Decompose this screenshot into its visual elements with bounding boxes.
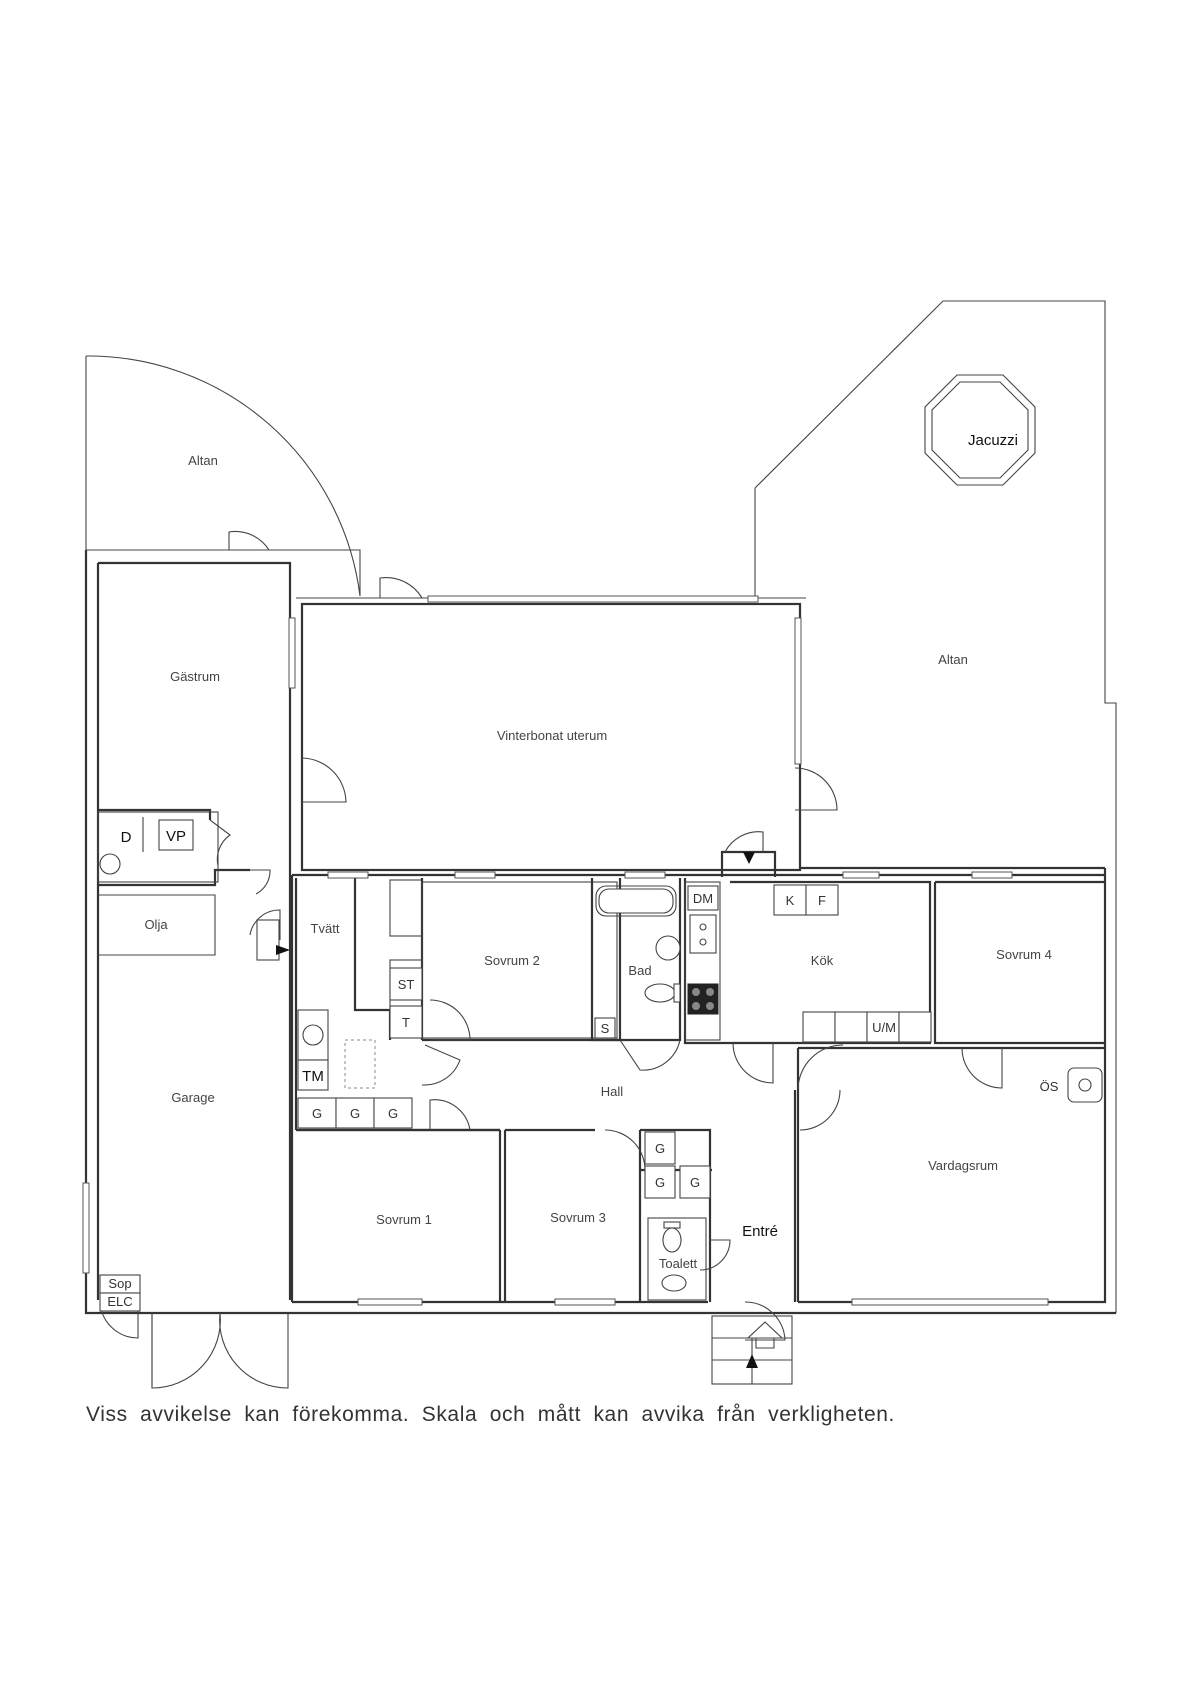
label-entre: Entré [742,1223,778,1240]
fixtures [99,817,1103,1312]
label-sop: Sop [108,1276,131,1291]
label-d: D [121,829,132,846]
label-g-3: G [388,1106,398,1121]
entrance-stairs [256,852,793,1385]
label-vardagsrum: Vardagsrum [928,1158,998,1173]
label-vinterbonat-uterum: Vinterbonat uterum [497,728,607,743]
label-elc: ELC [107,1294,132,1309]
entry-arrow-icon [743,852,755,864]
label-um: U/M [872,1020,896,1035]
label-dm: DM [693,891,713,906]
windows [82,595,1049,1306]
stove [687,983,719,1015]
label-toalett: Toalett [659,1256,698,1271]
kitchen-sink [689,914,717,954]
disclaimer-text: Viss avvikelse kan förekomma. Skala och … [86,1403,895,1426]
label-vp: VP [166,828,186,845]
bathtub [598,888,674,914]
label-sovrum-2: Sovrum 2 [484,953,540,968]
label-altan-right: Altan [938,652,968,667]
label-tm: TM [302,1068,324,1085]
label-kok: Kök [811,953,834,968]
room-labels: Altan Altan Jacuzzi Gästrum Vinterbonat … [144,432,1051,1271]
label-hall: Hall [601,1084,624,1099]
label-os: ÖS [1040,1079,1059,1094]
label-s: S [601,1021,610,1036]
label-g-2: G [350,1106,360,1121]
label-olja: Olja [144,917,168,932]
label-garage: Garage [171,1090,214,1105]
jacuzzi-tub [924,374,1036,486]
label-jacuzzi: Jacuzzi [968,432,1018,449]
label-f: F [818,893,826,908]
label-t: T [402,1015,410,1030]
label-g-5: G [655,1175,665,1190]
label-st: ST [398,977,415,992]
label-g-6: G [690,1175,700,1190]
label-sovrum-3: Sovrum 3 [550,1210,606,1225]
doors [99,530,1003,1389]
label-g-1: G [312,1106,322,1121]
label-tvatt: Tvätt [311,921,340,936]
label-gastrum: Gästrum [170,669,220,684]
label-bad: Bad [628,963,651,978]
terrace-outlines [85,300,1117,1313]
label-k: K [786,893,795,908]
label-sovrum-1: Sovrum 1 [376,1212,432,1227]
label-sovrum-4: Sovrum 4 [996,947,1052,962]
vp-box [158,819,194,851]
label-altan-left: Altan [188,453,218,468]
wash-basin [99,853,121,875]
fixture-labels: D VP ST T TM S DM K F U/M ÖS G G G G G G… [107,828,1058,1309]
interior-walls [97,808,1105,1302]
label-g-4: G [655,1141,665,1156]
